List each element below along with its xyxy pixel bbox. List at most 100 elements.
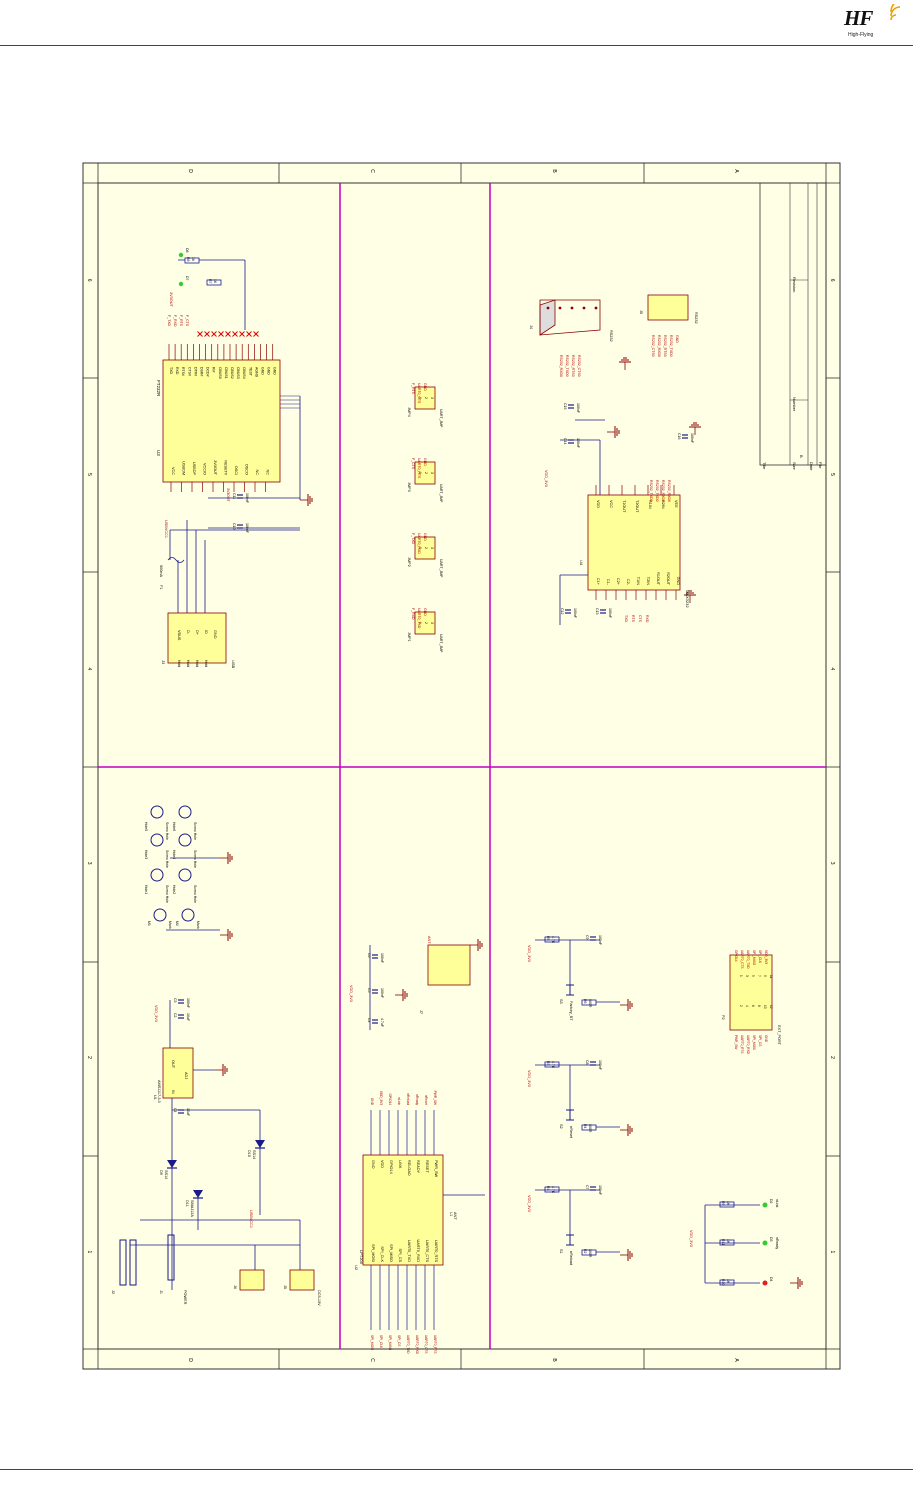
capacitor-value: 100nF [598, 935, 602, 945]
usb-ref: J3 [161, 660, 166, 665]
sheet-inner-frame [97, 182, 827, 1350]
no-connect-mark [239, 331, 245, 337]
regulator-pin: ADJ [184, 1072, 188, 1079]
no-connect-mark [246, 331, 252, 337]
diode-body [167, 1160, 177, 1168]
usb-pin: ID [204, 630, 208, 634]
net-label: RS232_TXD0 [565, 355, 569, 377]
max3232-pin-right: VDD [596, 500, 600, 508]
max3232-pin-left: R2OUT [666, 572, 670, 586]
resistor-ref: R8 [186, 257, 190, 262]
net-label-ant: ANT [427, 936, 431, 944]
db9-pin [582, 306, 586, 310]
frame-col-label: 3 [86, 862, 92, 865]
ext-port-pin: 9 [763, 975, 767, 977]
ground-symbol [470, 939, 483, 951]
ext-port-pin: 5 [751, 975, 755, 977]
resistor-value: 1K [213, 279, 217, 284]
db9-name: RS232 [609, 330, 613, 342]
capacitor-value: 100nF [573, 608, 577, 618]
connector-ref: J6 [233, 1285, 237, 1289]
diode-ref: D10 [247, 1150, 251, 1157]
ground-symbol [619, 357, 631, 370]
mount-hole-ref: Hole5 [144, 822, 148, 831]
usb-shell: Hold [177, 660, 181, 667]
db9-pin [546, 306, 550, 310]
mark-label: Mark [196, 921, 200, 929]
max3232-pin-right: T1OUT [622, 500, 626, 513]
usb-pin: D- [186, 630, 190, 635]
no-connect-mark [225, 331, 231, 337]
db9-pin [558, 306, 562, 310]
max3232-pin-left: GND [676, 577, 680, 586]
net-label: RS232_RXD0 [661, 480, 665, 502]
capacitor-ref: C4 [367, 1018, 371, 1023]
jumper-body [414, 461, 436, 485]
jumper-pin: 2 [424, 397, 428, 399]
lpt200-pin-right: SPI_CLK [380, 1246, 384, 1262]
led-ref: D7 [185, 276, 189, 281]
usb-pin: D+ [195, 630, 199, 636]
resistor-ref: R9 [721, 1201, 725, 1206]
led-label: nReady [775, 1237, 779, 1249]
max3232-pin-left: C2- [626, 579, 630, 586]
lpt200-pin-left: READY [416, 1160, 420, 1174]
mark-label: Mark [168, 921, 172, 929]
jumper-pin: 1 [418, 547, 422, 549]
frame-col-label: 6 [86, 279, 92, 282]
switch-contacts [566, 984, 574, 996]
resistor-value: 300R [588, 999, 592, 1008]
net-label-usbvcc: USBVCC1 [164, 520, 168, 538]
net-label: SPI_MOSI [752, 1035, 756, 1050]
jumper-ref: JMP4 [407, 407, 411, 417]
ext-port-pin: 12 [769, 1005, 773, 1009]
resistor-body [206, 279, 222, 286]
jumper-pin: 1 [418, 397, 422, 399]
ft232r-chip [162, 359, 281, 483]
date-label: Date [809, 462, 814, 471]
jumper-footprint: UART_JMP [439, 484, 443, 503]
mount-hole-label: Screw Hole [193, 885, 197, 903]
button-s1: VDD_3V3R14.7KC7100nFS1nReloadR2300R [527, 1185, 633, 1265]
lpt200-pin-right: SPI_MOSI [371, 1244, 375, 1262]
net-label: F_CTS [185, 315, 189, 327]
resistor-value: 300R [588, 1249, 592, 1258]
max3232-pin-left: T2IN [646, 577, 650, 585]
frame-row-label: A [733, 169, 739, 173]
mount-hole [150, 868, 164, 882]
header-ref: J5 [639, 310, 643, 314]
led-body [762, 1280, 768, 1286]
ft232r-pin-right: CBUS1 [224, 367, 228, 379]
max3232-pin-right: R1IN [648, 500, 652, 509]
jumper-pin: 2 [424, 622, 428, 624]
ft232r-pin-right: CBUS0 [218, 367, 222, 379]
jumper-footprint: UART_JMP [439, 634, 443, 653]
capacitor-value: 100nF [690, 433, 694, 443]
net-label: PWR_SW [433, 1091, 437, 1105]
net-label: RS232_TXD0 [655, 480, 659, 502]
jumper-pin: 3 [430, 547, 434, 549]
diode-body [193, 1190, 203, 1198]
button-ref: S3 [559, 999, 563, 1004]
usb-shell: Hold [195, 660, 199, 667]
net-label: VDD_3V3 [764, 950, 768, 964]
lpt200-pin-right: SPI_CS [398, 1248, 402, 1262]
led-ref: D3 [769, 1237, 773, 1242]
title-label: Title [762, 462, 767, 470]
net-label: RS232_RXD0 [559, 355, 563, 377]
capacitor-value: 100nF [245, 523, 249, 533]
resistor-body [581, 1249, 597, 1256]
capacitor-value: 100nF [245, 493, 249, 503]
ground-symbol [620, 1124, 633, 1136]
connector-j1 [167, 1234, 175, 1281]
ft232r-pin-left: USBDP [192, 462, 196, 476]
capacitor-value: 10uF [186, 1013, 190, 1021]
ft232r-pin-right: CBUS3 [236, 367, 240, 379]
resistor-value: 300R [588, 1124, 592, 1133]
capacitor-ref: C6 [367, 953, 371, 958]
